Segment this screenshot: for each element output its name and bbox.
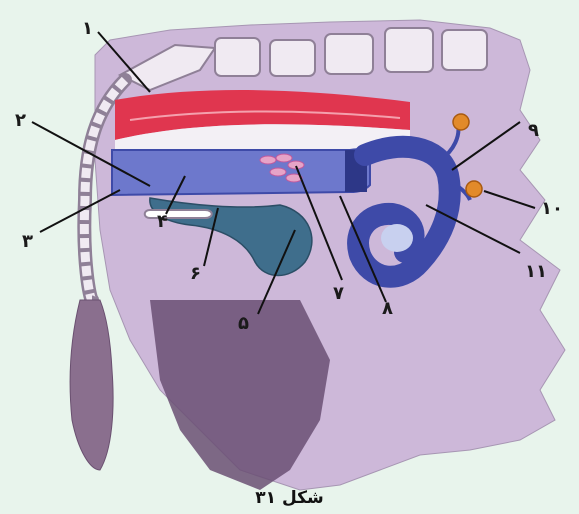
- label-4: ۴: [157, 213, 168, 231]
- label-9: ۹: [528, 122, 539, 140]
- label-8: ۸: [382, 300, 393, 318]
- label-5: ۵: [238, 315, 249, 333]
- reproductive-tract: [112, 149, 370, 195]
- label-10: ۱۰: [541, 200, 563, 218]
- ovary-upper: [453, 114, 469, 130]
- tail-switch: [70, 300, 113, 470]
- label-6: ۶: [190, 265, 201, 283]
- label-7: ۷: [333, 285, 344, 303]
- label-11: ۱۱: [525, 263, 547, 281]
- body-silhouette: [95, 20, 565, 490]
- ovary-lower: [466, 181, 482, 197]
- urethra: [145, 210, 212, 218]
- label-2: ۲: [15, 112, 26, 130]
- figure-caption: شکل ۳۱: [0, 488, 579, 508]
- uterine-horn-inner: [381, 224, 413, 252]
- label-3: ۳: [22, 233, 33, 251]
- label-1: ۱: [82, 20, 93, 38]
